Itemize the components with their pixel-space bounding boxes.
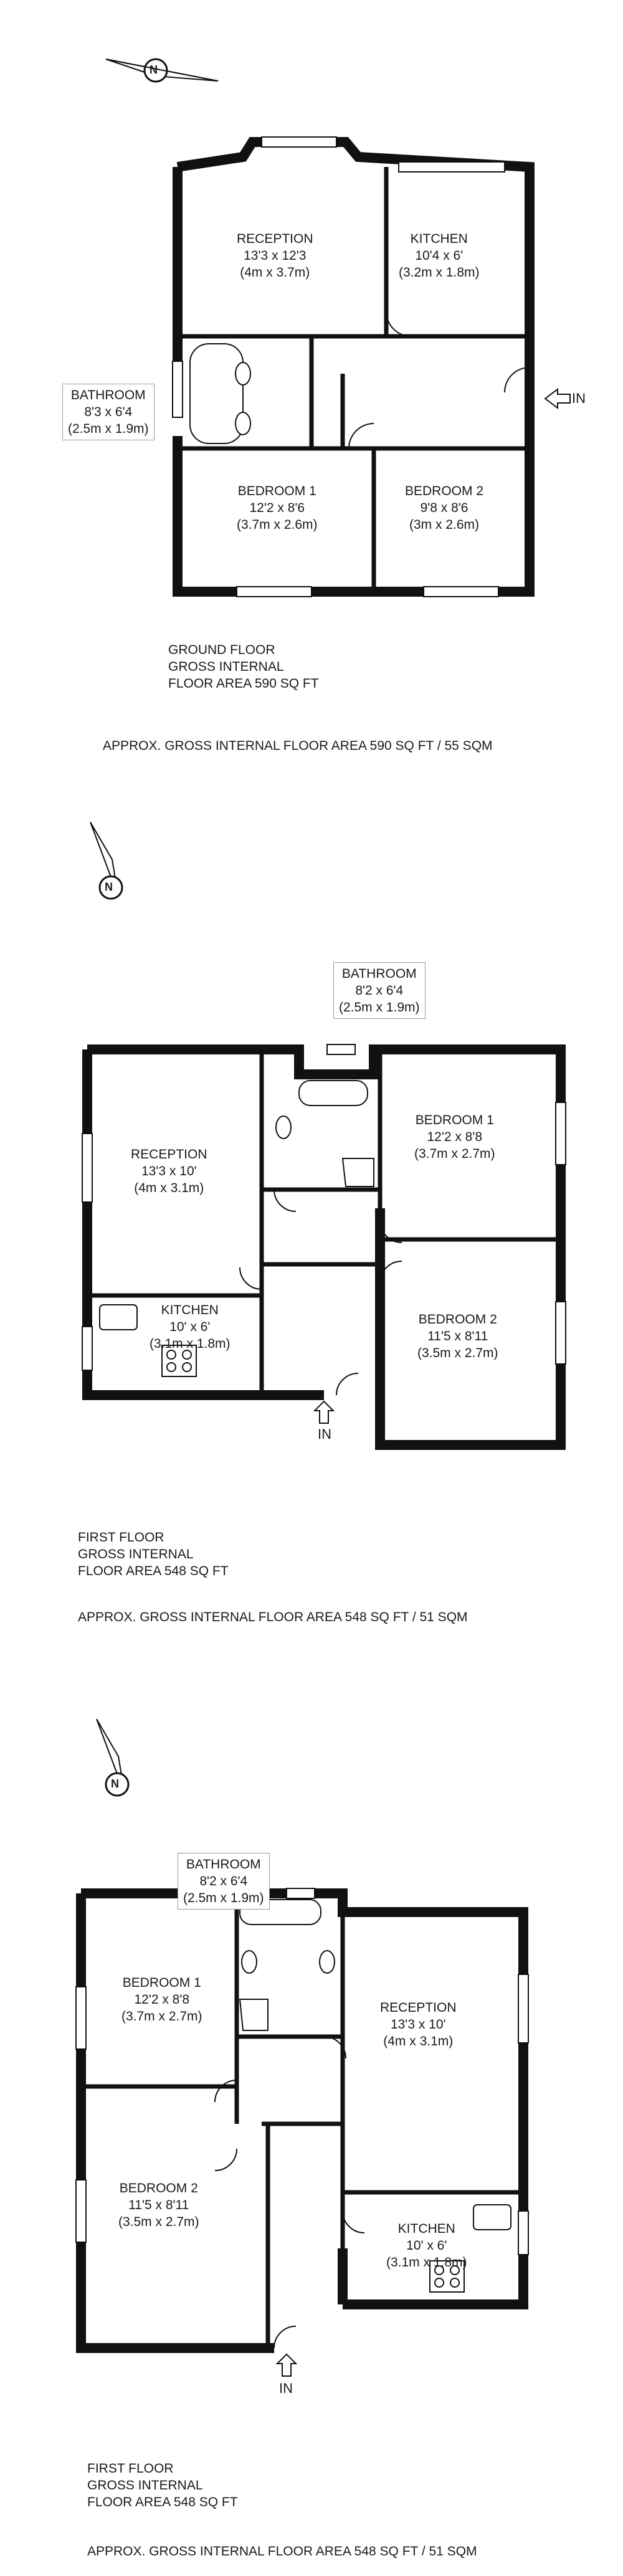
entrance-label: IN bbox=[572, 391, 586, 406]
entrance-arrow-icon bbox=[275, 2353, 298, 2377]
first-a-door-arcs bbox=[239, 1189, 402, 1396]
compass-letter: N bbox=[111, 1778, 119, 1790]
first-a-windows bbox=[82, 1044, 566, 1371]
first-b-door-arcs bbox=[214, 2036, 365, 2349]
compass-icon bbox=[96, 1718, 130, 1797]
ground-windows bbox=[172, 136, 505, 597]
entrance-arrow-icon bbox=[544, 388, 571, 409]
first-a-interior-walls bbox=[87, 1049, 561, 1395]
compass-letter: N bbox=[105, 881, 113, 893]
ground-interior-walls bbox=[178, 167, 530, 592]
first-floor-b-drawing bbox=[75, 1718, 529, 2377]
ground-floor-drawing bbox=[105, 58, 571, 597]
entrance-label: IN bbox=[318, 1426, 331, 1442]
first-b-fixtures bbox=[239, 1899, 511, 2293]
first-a-walls bbox=[82, 1044, 566, 1450]
first-b-windows bbox=[75, 1888, 529, 2255]
first-a-approx-area: APPROX. GROSS INTERNAL FLOOR AREA 548 SQ… bbox=[78, 1610, 468, 1624]
entrance-label: IN bbox=[279, 2380, 293, 2396]
entrance-arrow-icon bbox=[313, 1400, 335, 1424]
first-floor-a-drawing bbox=[82, 822, 566, 1450]
compass-icon bbox=[105, 58, 219, 83]
compass-icon bbox=[90, 822, 123, 900]
first-b-approx-area: APPROX. GROSS INTERNAL FLOOR AREA 548 SQ… bbox=[87, 2544, 477, 2559]
first-a-fixtures bbox=[99, 1080, 374, 1377]
compass-letter: N bbox=[150, 64, 158, 76]
ground-door-arcs bbox=[348, 311, 530, 449]
ground-bathroom-fixtures bbox=[189, 343, 251, 444]
ground-approx-area: APPROX. GROSS INTERNAL FLOOR AREA 590 SQ… bbox=[103, 739, 493, 753]
